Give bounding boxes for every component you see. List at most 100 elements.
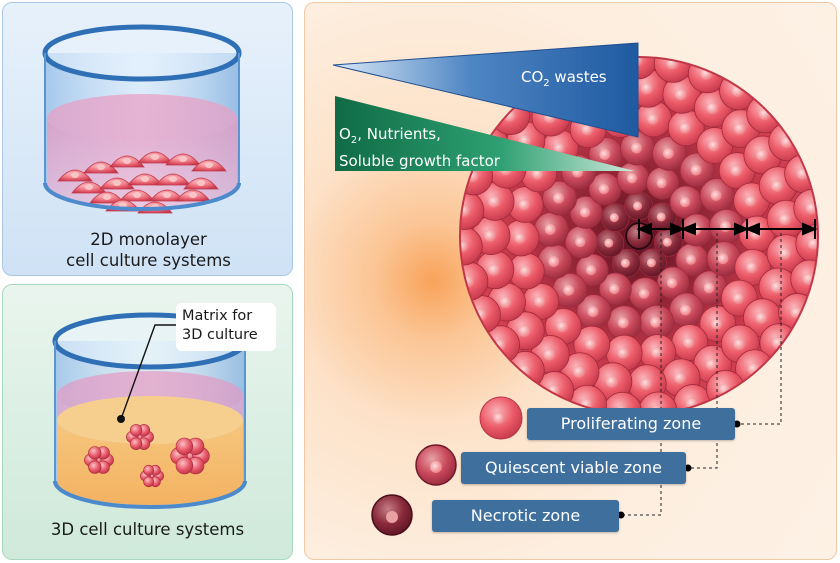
co2-label: CO2 wastes [521, 68, 607, 89]
cell-nucleus [587, 306, 599, 318]
cell-nucleus [579, 207, 591, 218]
panel-2d-monolayer: 2D monolayer cell culture systems [2, 2, 293, 276]
cell-nucleus [732, 292, 745, 304]
cell-nucleus [744, 195, 757, 207]
spheroid-illustration [332, 42, 819, 536]
cell-nucleus [609, 283, 620, 295]
cell-nucleus [647, 113, 659, 125]
cell-nucleus [778, 213, 792, 226]
cell-nucleus [544, 223, 556, 235]
cell-nucleus [585, 338, 597, 350]
cell-nucleus [617, 347, 629, 359]
cluster-cell [143, 476, 154, 488]
cell-nucleus [626, 173, 638, 184]
matrix-label-line-1: Matrix for [182, 308, 253, 324]
cell-nucleus [620, 258, 630, 268]
cell-nucleus [141, 176, 149, 182]
cell-nucleus [514, 232, 526, 244]
cell-nucleus [705, 358, 718, 371]
cell-nucleus [733, 337, 746, 351]
cell-nucleus [746, 261, 758, 274]
cell-nucleus [103, 194, 111, 200]
quiescent-zone-label: Quiescent viable zone [461, 452, 686, 484]
example-quiescent-cell [415, 444, 457, 486]
cell-nucleus [650, 346, 663, 359]
cell-nucleus [189, 192, 197, 198]
cell-nucleus [488, 195, 501, 208]
cell-nucleus [534, 295, 546, 308]
cell-nucleus [85, 184, 93, 190]
example-proliferating-cell [479, 396, 523, 440]
cell-nucleus [683, 336, 695, 349]
cell-nucleus [755, 311, 768, 324]
cell-nucleus [151, 154, 159, 160]
o2-label: O2, Nutrients, Soluble growth factor [339, 125, 500, 170]
cell-nucleus [708, 139, 720, 152]
cell-nucleus [599, 149, 611, 160]
example-necrotic-cell [371, 494, 413, 536]
cell-nucleus [563, 284, 575, 296]
cell-nucleus [553, 192, 565, 204]
cell-nucleus [656, 212, 666, 222]
cell-nucleus [666, 277, 678, 289]
cell-nucleus [638, 288, 650, 299]
cell-nucleus [123, 158, 131, 164]
dish-base [53, 480, 247, 509]
cell-nucleus [631, 142, 642, 154]
cell-nucleus [585, 264, 597, 276]
cell-nucleus [680, 304, 692, 316]
cell-nucleus [97, 164, 105, 170]
cell-nucleus [205, 162, 213, 168]
cell-nucleus [543, 348, 556, 361]
panel-spheroid: CO2 wastes O2, Nutrients, Soluble growth… [304, 2, 837, 560]
cell-nucleus [706, 101, 719, 115]
cell-nucleus [518, 198, 530, 211]
medium-surface [47, 94, 237, 142]
cell-nucleus [71, 172, 79, 178]
cell-nucleus [605, 375, 618, 388]
cell-nucleus [531, 168, 544, 180]
cell-nucleus [575, 236, 586, 248]
o2-label-line-2: Soluble growth factor [339, 152, 500, 170]
cell-nucleus [609, 213, 619, 223]
cell-nucleus [163, 192, 171, 198]
cell-nucleus [778, 247, 792, 260]
cell-nucleus [617, 317, 629, 329]
three-d-caption: 3D cell culture systems [50, 520, 245, 539]
cell-nucleus [690, 164, 702, 176]
cell-nucleus [646, 258, 656, 268]
cluster-cell [129, 437, 143, 450]
cluster-cell [175, 437, 194, 456]
cluster-cell [88, 446, 102, 460]
cell-nucleus [710, 190, 722, 201]
cell-nucleus [548, 256, 560, 267]
cell-nucleus [556, 320, 568, 333]
cell-nucleus [674, 88, 687, 101]
cell-nucleus [730, 164, 742, 177]
cell-nucleus [604, 238, 614, 248]
cell-nucleus [581, 123, 593, 136]
cell-nucleus [770, 280, 784, 294]
cell-nucleus [685, 254, 697, 265]
matrix-pointer-line [120, 324, 181, 420]
cell-nucleus [733, 122, 746, 135]
cell-nucleus [460, 204, 470, 217]
cell-nucleus [499, 295, 512, 309]
dish-rim [42, 24, 242, 82]
proliferating-zone-label: Proliferating zone [527, 408, 735, 440]
necrotic-zone-label: Necrotic zone [432, 500, 619, 532]
cell-nucleus [197, 180, 205, 186]
cell-nucleus [519, 265, 532, 277]
cell-nucleus [640, 82, 654, 95]
dish-base [43, 182, 241, 211]
cluster-cell [143, 464, 154, 476]
cell-nucleus [679, 196, 691, 208]
cell-nucleus [633, 201, 643, 211]
cell-nucleus [483, 229, 497, 242]
matrix-pointer-dot [117, 415, 125, 423]
cell-nucleus [656, 177, 667, 189]
cell-nucleus [679, 122, 691, 134]
monolayer-caption: 2D monolayer cell culture systems [3, 229, 292, 271]
cell-nucleus [640, 377, 653, 390]
cluster-cell [175, 456, 194, 475]
